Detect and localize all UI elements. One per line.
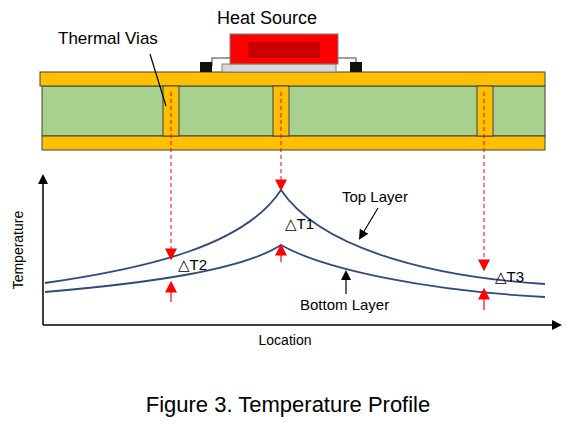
figure-caption: Figure 3. Temperature Profile bbox=[146, 392, 431, 417]
axis-title: Location bbox=[259, 332, 312, 348]
delta-arrows bbox=[166, 180, 489, 310]
solder-pad bbox=[350, 62, 362, 72]
die bbox=[248, 42, 320, 58]
part-label: Thermal Vias bbox=[58, 29, 158, 49]
y-axis bbox=[42, 176, 44, 325]
pointer-arrow bbox=[360, 208, 378, 238]
bottom-layer-curve bbox=[45, 245, 545, 297]
top-layer-curve bbox=[45, 190, 545, 284]
curve-label: Top Layer bbox=[342, 188, 408, 205]
top-copper bbox=[40, 72, 545, 86]
solder-pad bbox=[200, 62, 212, 72]
component-base bbox=[222, 64, 336, 72]
delta-label: △T1 bbox=[285, 215, 314, 232]
delta-label: △T3 bbox=[495, 268, 524, 285]
delta-label: △T2 bbox=[178, 256, 207, 273]
heat-source bbox=[230, 34, 338, 64]
drop-lines bbox=[171, 92, 484, 264]
curve-label: Bottom Layer bbox=[300, 296, 389, 313]
bottom-copper bbox=[42, 136, 545, 150]
pointer-arrow bbox=[345, 272, 346, 294]
part-label: Heat Source bbox=[217, 8, 317, 29]
x-axis bbox=[43, 324, 560, 326]
leader-line bbox=[150, 54, 166, 106]
thermal-via bbox=[477, 86, 493, 136]
pcb-core bbox=[42, 86, 545, 136]
axis-title: Temperature bbox=[10, 211, 26, 290]
